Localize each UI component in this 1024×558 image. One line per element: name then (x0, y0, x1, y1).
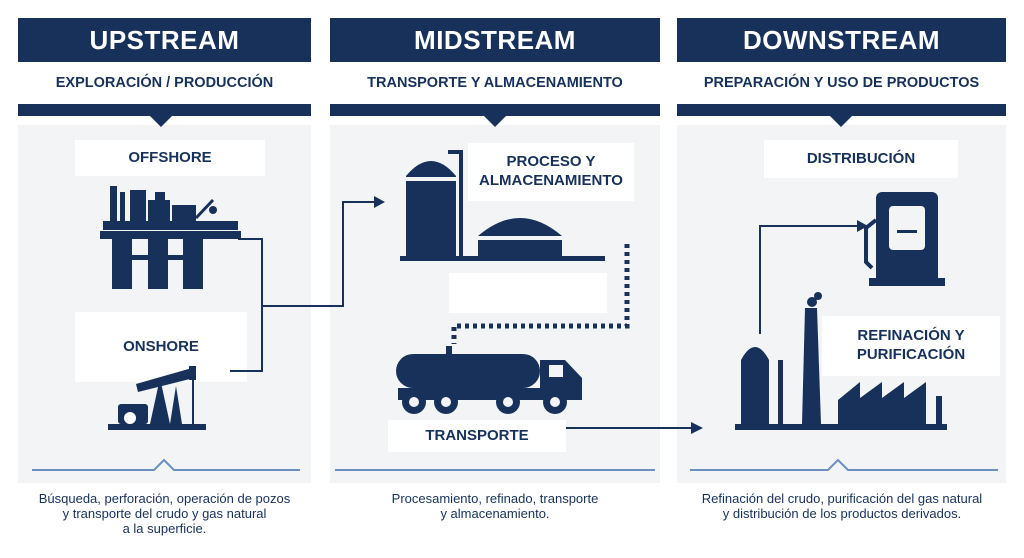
dotted-connector (451, 244, 630, 344)
upstream-desc-line-2: y transporte del crudo y gas natural (62, 505, 267, 521)
upstream-subtitle: EXPLORACIÓN / PRODUCCIÓN (18, 62, 311, 104)
upstream-bar (18, 104, 311, 116)
midstream-desc-line-1: Procesamiento, refinado, transporte (391, 491, 599, 506)
storage-tanks-icon (400, 150, 605, 261)
process-storage-label: PROCESO Y ALMACENAMIENTO (468, 143, 634, 201)
fuel-pump-icon (864, 192, 945, 286)
refining-label: REFINACIÓN Y PURIFICACIÓN (822, 316, 1000, 376)
midstream-bar (330, 104, 660, 116)
offshore-platform-icon (100, 186, 241, 289)
upstream-bottom-bracket (32, 458, 300, 471)
upstream-pointer (150, 116, 172, 127)
tanker-truck-icon (396, 346, 582, 414)
midstream-desc-line-2: y almacenamiento. (440, 505, 550, 521)
downstream-desc-line-2: y distribución de los productos derivado… (722, 505, 962, 521)
blank-placeholder-box (449, 273, 607, 313)
upstream-header: UPSTREAM (18, 18, 311, 62)
pumpjack-icon (108, 366, 206, 430)
downstream-desc-line-1: Refinación del crudo, purificación del g… (701, 491, 983, 506)
refinery-to-distribution-arrow (759, 225, 858, 334)
downstream-bar (677, 104, 1006, 116)
transport-label: TRANSPORTE (388, 420, 566, 452)
upstream-to-midstream-arrow (262, 201, 376, 307)
midstream-pointer (484, 116, 506, 127)
downstream-subtitle: PREPARACIÓN Y USO DE PRODUCTOS (677, 62, 1006, 104)
onshore-label: ONSHORE (75, 312, 247, 382)
distribution-label: DISTRIBUCIÓN (764, 140, 958, 178)
midstream-description: Procesamiento, refinado, transporte y al… (330, 491, 660, 522)
arrowhead-to-tanks (374, 196, 385, 208)
downstream-header: DOWNSTREAM (677, 18, 1006, 62)
downstream-bottom-bracket (690, 458, 998, 471)
arrowhead-to-pump (857, 220, 868, 232)
arrowhead-to-refinery (691, 422, 703, 434)
offshore-label: OFFSHORE (75, 140, 265, 176)
upstream-connector (230, 238, 263, 372)
midstream-subtitle: TRANSPORTE Y ALMACENAMIENTO (330, 62, 660, 104)
downstream-description: Refinación del crudo, purificación del g… (668, 491, 1016, 522)
refining-line-2: PURIFICACIÓN (856, 346, 966, 363)
upstream-desc-line-3: a la superficie. (122, 520, 207, 536)
refinery-icon (735, 292, 947, 430)
midstream-header: MIDSTREAM (330, 18, 660, 62)
downstream-pointer (830, 116, 852, 127)
process-storage-line-1: PROCESO Y (506, 153, 596, 171)
upstream-desc-line-1: Búsqueda, perforación, operación de pozo… (38, 491, 291, 506)
refining-line-1: REFINACIÓN Y (857, 327, 965, 345)
upstream-description: Búsqueda, perforación, operación de pozo… (18, 491, 311, 537)
process-storage-line-2: ALMACENAMIENTO (479, 172, 623, 189)
